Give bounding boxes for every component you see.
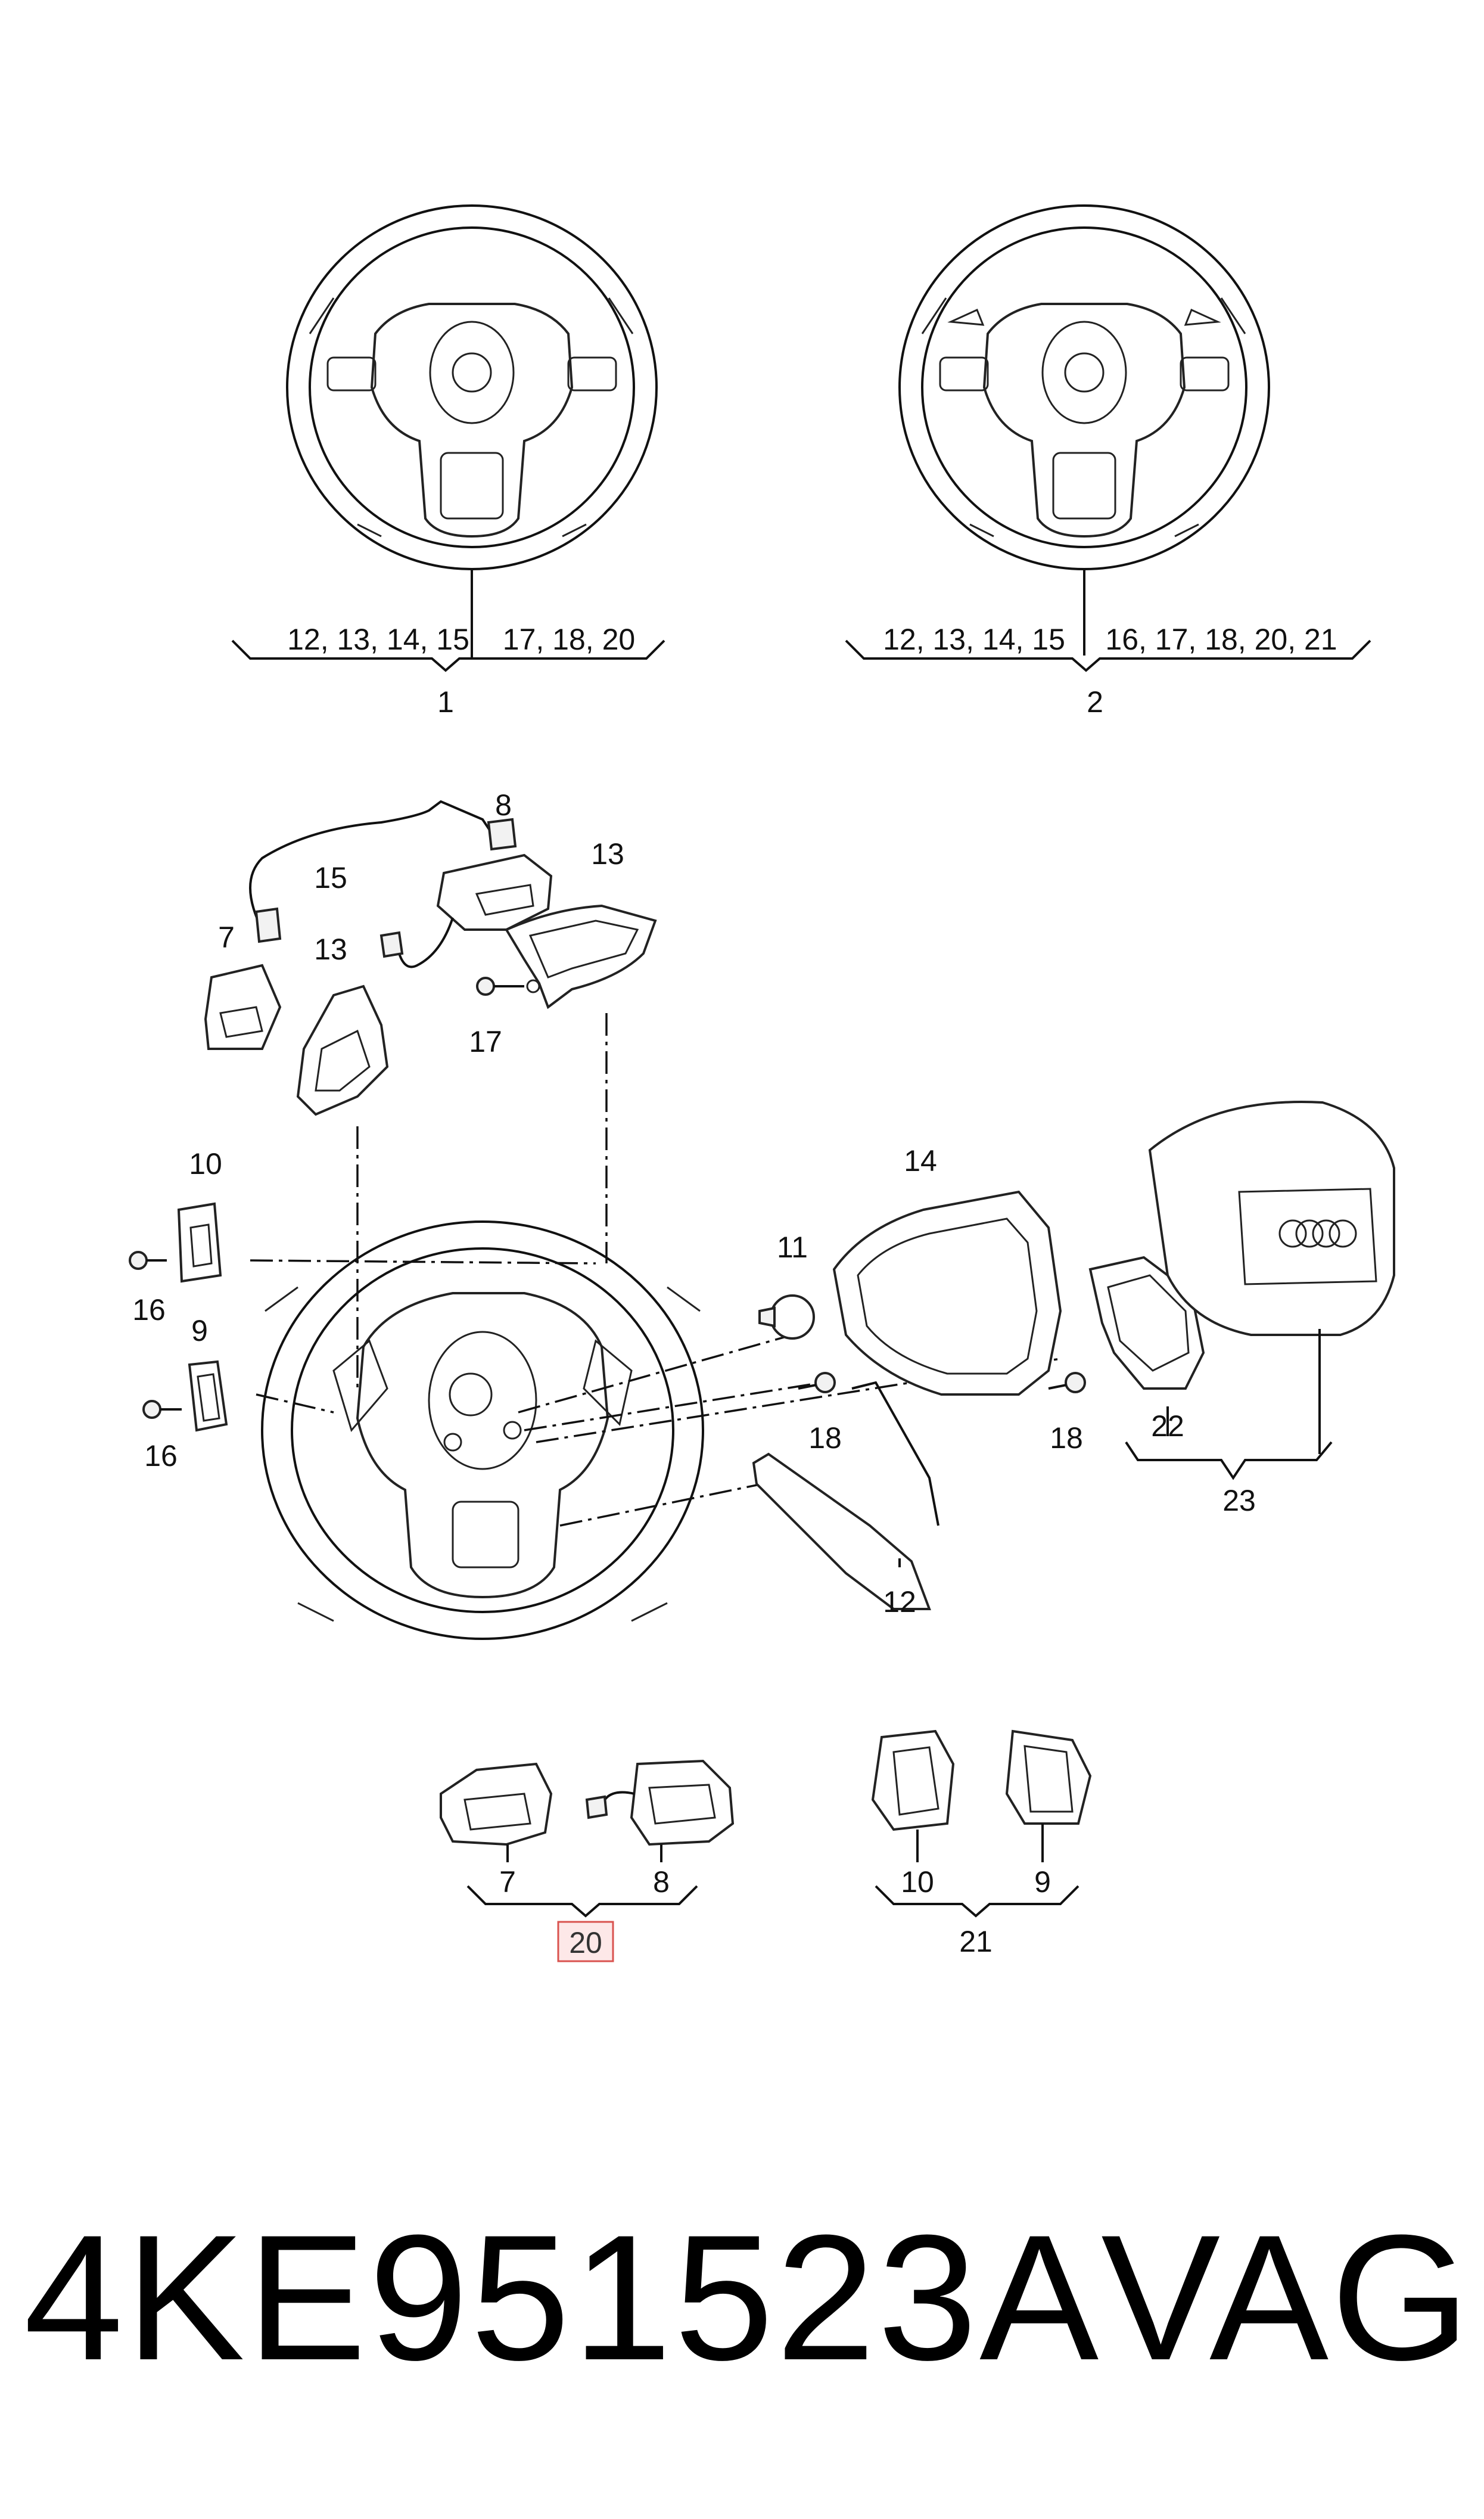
kit-switch-7 <box>440 1762 553 1846</box>
steering-wheel-1-illustration <box>286 204 658 570</box>
part-9-cover <box>188 1360 228 1432</box>
label-15: 15 <box>314 861 347 894</box>
part-7-switch <box>204 964 282 1050</box>
label-11: 11 <box>777 1231 808 1264</box>
part-23-airbag <box>1148 1101 1395 1336</box>
part-14-trim <box>832 1190 1062 1396</box>
label-17: 17 <box>469 1025 502 1058</box>
part-18-screw-a <box>798 1372 836 1393</box>
label-8: 8 <box>495 788 512 822</box>
part-12-trim-strip <box>752 1381 939 1610</box>
kit-label-7: 7 <box>499 1865 516 1899</box>
part-10-cover <box>177 1202 222 1283</box>
part-11-button <box>758 1294 815 1340</box>
kit-cover-10 <box>871 1729 955 1831</box>
wheel-2-group-right-label: 16, 17, 18, 20, 21 <box>1105 623 1337 656</box>
kit-label-10: 10 <box>901 1865 934 1899</box>
kit-20-callout-highlight: 20 <box>557 1921 614 1962</box>
wheel-1-group-left-label: 12, 13, 14, 15 <box>287 623 469 656</box>
wheel-2-group-left-label: 12, 13, 14, 15 <box>883 623 1065 656</box>
label-13a: 13 <box>591 837 624 871</box>
wheel-1-callout: 1 <box>437 685 454 719</box>
label-22: 22 <box>1151 1409 1184 1443</box>
kit-label-8: 8 <box>653 1865 670 1899</box>
label-7: 7 <box>218 921 235 954</box>
steering-wheel-2-illustration <box>898 204 1270 570</box>
part-number-footer: 4KE951523A VAG <box>24 2197 1470 2397</box>
label-9: 9 <box>191 1314 208 1347</box>
brand-name: VAG <box>1101 2197 1473 2397</box>
label-10: 10 <box>189 1147 222 1181</box>
part-16-screw-b <box>142 1400 182 1419</box>
part-22-clock-spring <box>1088 1256 1205 1390</box>
kit-label-9: 9 <box>1034 1865 1051 1899</box>
kit-label-21: 21 <box>959 1925 993 1958</box>
part-number: 4KE951523A <box>24 2197 1102 2397</box>
label-12: 12 <box>883 1585 916 1619</box>
wheel-2-callout: 2 <box>1087 685 1103 719</box>
part-18-screw-b <box>1048 1372 1086 1393</box>
part-13-trim-right <box>505 904 657 1010</box>
part-15-wiring-harness <box>249 800 517 943</box>
exploded-steering-wheel <box>261 1220 704 1640</box>
part-8-switch <box>379 853 553 968</box>
wheel-1-group-right-label: 17, 18, 20 <box>503 623 635 656</box>
label-23: 23 <box>1222 1484 1256 1517</box>
label-16b: 16 <box>144 1439 178 1473</box>
kit-cover-9 <box>1005 1729 1092 1825</box>
part-13-trim-left <box>296 984 389 1116</box>
label-16a: 16 <box>132 1293 166 1327</box>
kit-switch-8 <box>585 1759 735 1846</box>
label-13b: 13 <box>314 933 347 966</box>
part-17-screw <box>476 977 540 996</box>
label-14: 14 <box>904 1144 937 1178</box>
four-rings-logo <box>1278 1219 1357 1248</box>
part-16-screw-a <box>129 1251 167 1270</box>
label-18b: 18 <box>1050 1421 1083 1455</box>
label-18a: 18 <box>808 1421 842 1455</box>
kit-label-20: 20 <box>569 1926 602 1959</box>
